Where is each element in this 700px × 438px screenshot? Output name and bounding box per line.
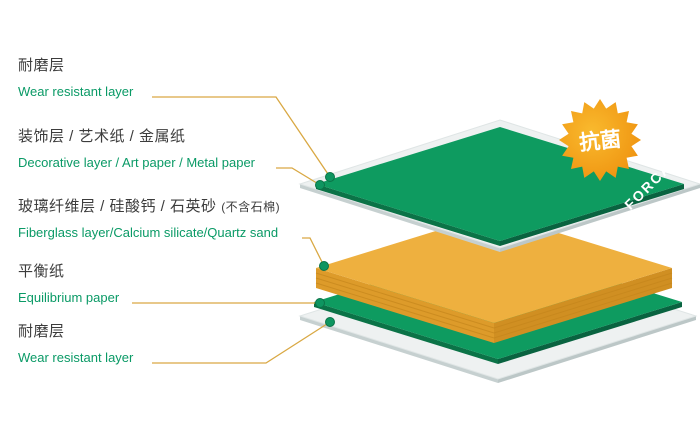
layer-label-wear-bottom-en: Wear resistant layer — [18, 350, 134, 365]
layer-core-top-face — [316, 213, 672, 323]
layer-equilibrium-right-face — [498, 302, 682, 364]
layer-label-core: 玻璃纤维层 / 硅酸钙 / 石英砂 (不含石棉) Fiberglass laye… — [18, 195, 280, 240]
layer-label-core-zh-main: 玻璃纤维层 / 硅酸钙 / 石英砂 — [18, 198, 217, 215]
leader-lines — [132, 96, 331, 364]
layer-label-decorative-zh: 装饰层 / 艺术纸 / 金属纸 — [18, 128, 186, 145]
starburst-icon — [559, 99, 641, 181]
layer-label-core-en: Fiberglass layer/Calcium silicate/Quartz… — [18, 225, 279, 240]
leader-dot-5 — [325, 317, 335, 327]
layer-wear-top-left-face — [300, 184, 500, 252]
layer-decorative-right-face — [500, 184, 684, 246]
layer-label-core-zh-note: (不含石棉) — [221, 200, 281, 214]
layer-wear-bottom-right-face — [498, 316, 696, 383]
leader-dot-1 — [325, 172, 335, 182]
layer-label-core-zh: 玻璃纤维层 / 硅酸钙 / 石英砂 (不含石棉) — [18, 195, 280, 216]
leader-line-3 — [302, 237, 325, 267]
layer-core-sheet-lines — [315, 272, 673, 339]
antibacterial-badge-label: 抗菌 — [578, 127, 622, 155]
layer-core — [315, 213, 673, 343]
layer-equilibrium-left-face — [314, 302, 498, 364]
leader-dot-3 — [319, 261, 329, 271]
layer-label-wear-top-en: Wear resistant layer — [18, 84, 134, 99]
leader-line-1 — [152, 96, 331, 178]
leader-dots — [315, 172, 335, 327]
leader-dot-4 — [315, 298, 325, 308]
leader-line-5 — [152, 321, 331, 364]
layer-wear-top-right-face — [500, 184, 700, 252]
leader-line-2 — [276, 167, 321, 186]
layer-label-equilibrium: 平衡纸 Equilibrium paper — [18, 260, 119, 305]
antibacterial-badge: 抗菌 — [559, 99, 641, 181]
layer-label-wear-bottom: 耐磨层 Wear resistant layer — [18, 320, 133, 365]
layer-decorative-left-face — [316, 184, 500, 246]
layer-label-equilibrium-en: Equilibrium paper — [18, 290, 120, 305]
leader-dot-2 — [315, 180, 325, 190]
layer-label-wear-top: 耐磨层 Wear resistant layer — [18, 54, 133, 99]
layer-label-wear-top-zh: 耐磨层 — [18, 57, 65, 74]
layer-label-decorative: 装饰层 / 艺术纸 / 金属纸 Decorative layer / Art p… — [18, 125, 255, 170]
layer-label-decorative-en: Decorative layer / Art paper / Metal pap… — [18, 155, 256, 170]
layer-wear-bottom-left-face — [300, 316, 498, 383]
layer-label-wear-bottom-zh: 耐磨层 — [18, 323, 65, 340]
layer-label-equilibrium-zh: 平衡纸 — [18, 263, 65, 280]
